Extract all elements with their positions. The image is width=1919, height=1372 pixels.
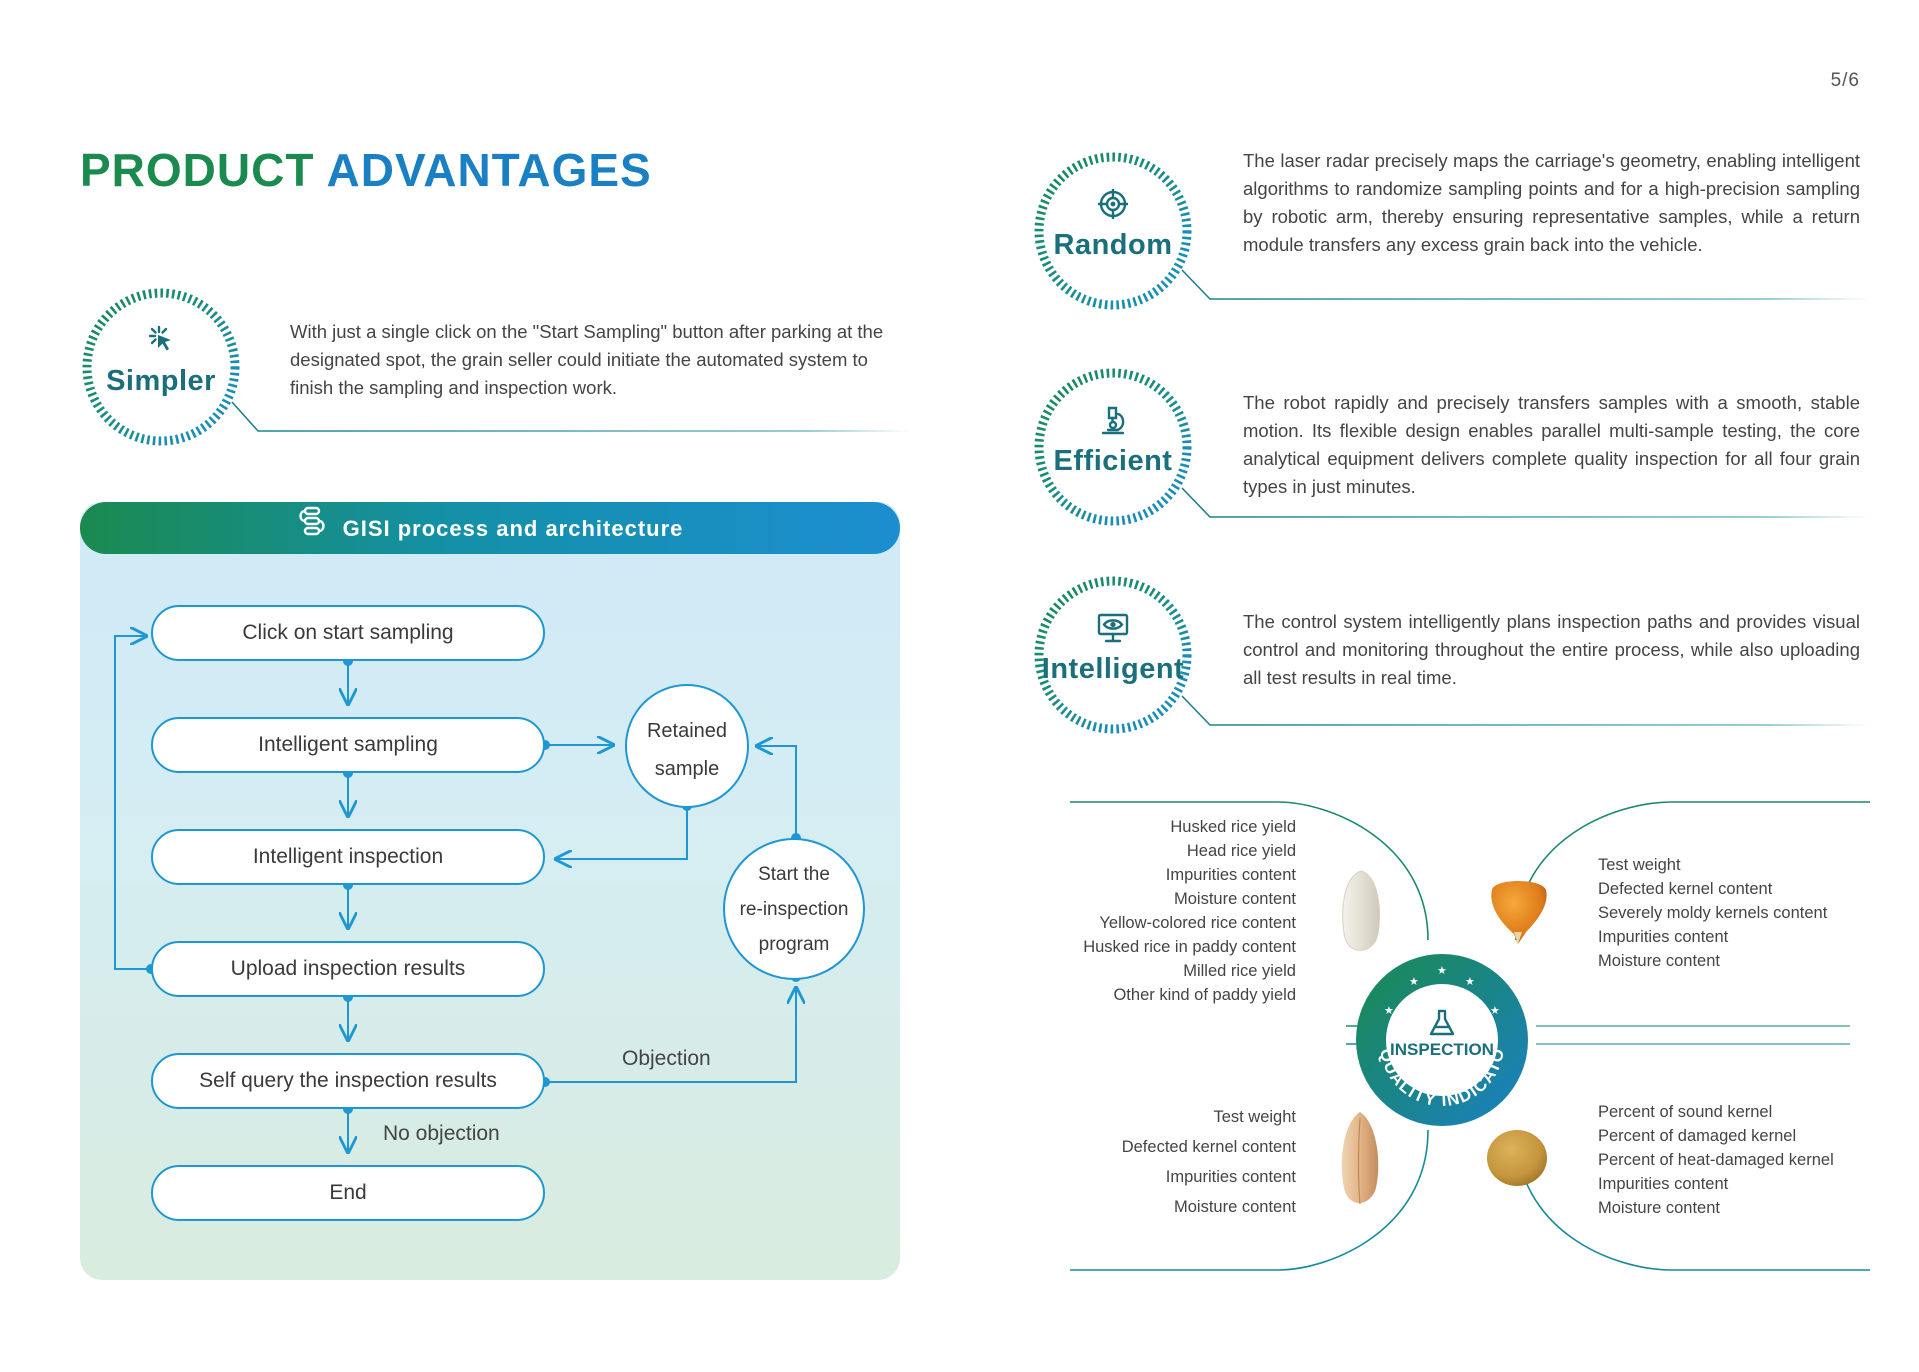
efficient-underline [1181, 487, 1870, 518]
list-item: Defected kernel content [1121, 1138, 1296, 1156]
gisi-header: GISI process and architecture [80, 502, 900, 554]
efficient-label: Efficient [1053, 445, 1173, 477]
list-item: Percent of damaged kernel [1598, 1127, 1797, 1145]
step-intelligent-inspection: Intelligent inspection [151, 829, 545, 885]
list-item: Other kind of paddy yield [1113, 986, 1296, 1004]
list-item: Husked rice in paddy content [1083, 938, 1296, 956]
corn-kernel-image [1491, 881, 1547, 944]
list-item: Impurities content [1165, 1168, 1296, 1186]
list-item: Moisture content [1598, 1199, 1720, 1217]
inspection-center-label: INSPECTION [1390, 1040, 1494, 1059]
retained-sample-node: Retained sample [625, 684, 749, 808]
simpler-badge: Simpler [80, 286, 242, 448]
reinspect-line-2: re-inspection [739, 899, 849, 920]
svg-text:★: ★ [1409, 976, 1419, 988]
inspection-badge: ★★★★★ 22 QUALITY INDICATORS [1354, 952, 1528, 1126]
list-item: Yellow-colored rice content [1099, 914, 1296, 932]
intelligent-badge: Intelligent [1032, 574, 1194, 736]
svg-text:★: ★ [1437, 965, 1447, 977]
page-number: 5/6 [1830, 70, 1860, 91]
microscope-icon [1032, 404, 1194, 441]
random-label: Random [1053, 229, 1173, 261]
svg-text:★: ★ [1465, 976, 1475, 988]
efficient-text: The robot rapidly and precisely transfer… [1243, 392, 1860, 497]
reinspect-line-3: program [758, 934, 830, 955]
rice-grain-image [1342, 870, 1380, 951]
svg-text:★: ★ [1384, 1005, 1394, 1017]
cursor-click-icon [80, 324, 242, 359]
list-item: Impurities content [1598, 1175, 1729, 1193]
simpler-text: With just a single click on the "Start S… [290, 321, 884, 398]
svg-text:★: ★ [1490, 1005, 1500, 1017]
title-part-1: PRODUCT [80, 144, 315, 196]
step-upload-results: Upload inspection results [151, 941, 545, 997]
list-item: Test weight [1598, 856, 1681, 874]
intelligent-text: The control system intelligently plans i… [1243, 611, 1860, 688]
simpler-underline [231, 401, 910, 432]
list-item: Milled rice yield [1183, 962, 1296, 980]
reinspect-line-1: Start the [758, 864, 830, 885]
step-start-sampling: Click on start sampling [151, 605, 545, 661]
wheat-indicators: Test weight Defected kernel content Impu… [1040, 1102, 1296, 1222]
random-badge: Random [1032, 150, 1194, 312]
list-item: Moisture content [1174, 1198, 1296, 1216]
random-ring [1034, 152, 1192, 310]
monitor-eye-icon [1032, 612, 1194, 649]
simpler-label: Simpler [106, 365, 216, 397]
reinspection-node: Start the re-inspection program [723, 838, 865, 980]
intelligent-ring [1034, 576, 1192, 734]
list-item: Percent of heat-damaged kernel [1598, 1151, 1834, 1169]
efficient-badge: Efficient [1032, 366, 1194, 528]
no-objection-label: No objection [383, 1122, 500, 1145]
flask-icon [1418, 1008, 1466, 1043]
list-item: Percent of sound kernel [1598, 1103, 1773, 1121]
simpler-ring [82, 288, 240, 446]
retained-line-1: Retained [646, 720, 728, 742]
efficient-ring [1034, 368, 1192, 526]
list-item: Test weight [1213, 1108, 1296, 1126]
objection-label: Objection [622, 1047, 711, 1070]
title-part-2: ADVANTAGES [326, 144, 652, 196]
process-flow-icon [297, 503, 331, 555]
list-item: Moisture content [1598, 952, 1720, 970]
gisi-title: GISI process and architecture [342, 516, 684, 542]
intelligent-underline [1181, 695, 1870, 726]
retained-line-2: sample [654, 758, 720, 780]
soybean-indicators: Percent of sound kernel Percent of damag… [1598, 1100, 1878, 1220]
list-item: Husked rice yield [1170, 818, 1296, 836]
random-text: The laser radar precisely maps the carri… [1243, 150, 1860, 255]
rice-indicators: Husked rice yield Head rice yield Impuri… [1040, 815, 1296, 1007]
list-item: Impurities content [1598, 928, 1729, 946]
list-item: Moisture content [1174, 890, 1296, 908]
list-item: Head rice yield [1186, 842, 1296, 860]
step-intelligent-sampling: Intelligent sampling [151, 717, 545, 773]
wheat-grain-image [1341, 1112, 1379, 1205]
corn-indicators: Test weight Defected kernel content Seve… [1598, 853, 1878, 973]
step-end: End [151, 1165, 545, 1221]
list-item: Severely moldy kernels content [1598, 904, 1828, 922]
page-title: PRODUCT ADVANTAGES [80, 140, 652, 200]
random-underline [1181, 269, 1870, 300]
list-item: Impurities content [1165, 866, 1296, 884]
list-item: Defected kernel content [1598, 880, 1773, 898]
intelligent-label: Intelligent [1041, 653, 1185, 685]
step-self-query: Self query the inspection results [151, 1053, 545, 1109]
soybean-image [1487, 1130, 1547, 1186]
target-icon [1032, 188, 1194, 225]
